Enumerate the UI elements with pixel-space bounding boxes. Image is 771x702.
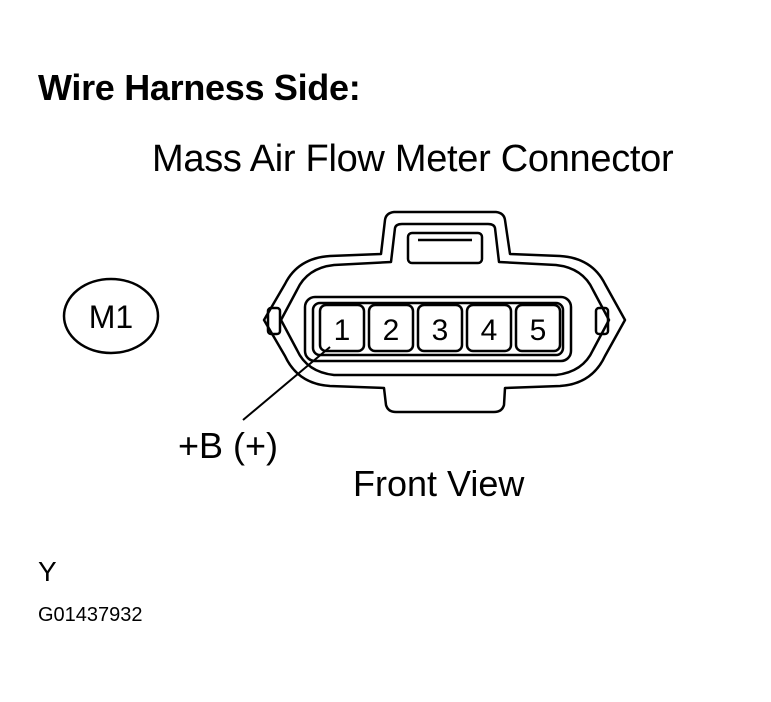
pin-cell-3 [416, 303, 464, 353]
pin-cell-4 [465, 303, 513, 353]
pin-cell-2 [367, 303, 415, 353]
pin-number-4: 4 [481, 314, 498, 347]
figure-id: G01437932 [38, 604, 143, 626]
diagram-heading: Wire Harness Side: [38, 67, 361, 108]
view-label: Front View [353, 463, 525, 504]
pin-number-1: 1 [334, 314, 351, 347]
pin-number-5: 5 [530, 314, 547, 347]
pin-callout-label: +B (+) [178, 425, 279, 466]
code-letter: Y [38, 556, 57, 587]
pin-cavity-row [318, 303, 562, 353]
connector-code-badge: M1 [62, 277, 160, 355]
pin-callout-leader-line [242, 346, 331, 421]
connector-housing [262, 210, 627, 414]
pin-cell-1 [318, 303, 366, 353]
connector-name: Mass Air Flow Meter Connector [152, 138, 674, 180]
pin-number-2: 2 [383, 314, 400, 347]
pin-numbers: 1 2 3 4 5 [334, 314, 547, 347]
connector-code-text: M1 [89, 299, 133, 335]
pin-number-3: 3 [432, 314, 449, 347]
pin-cell-5 [514, 303, 562, 353]
